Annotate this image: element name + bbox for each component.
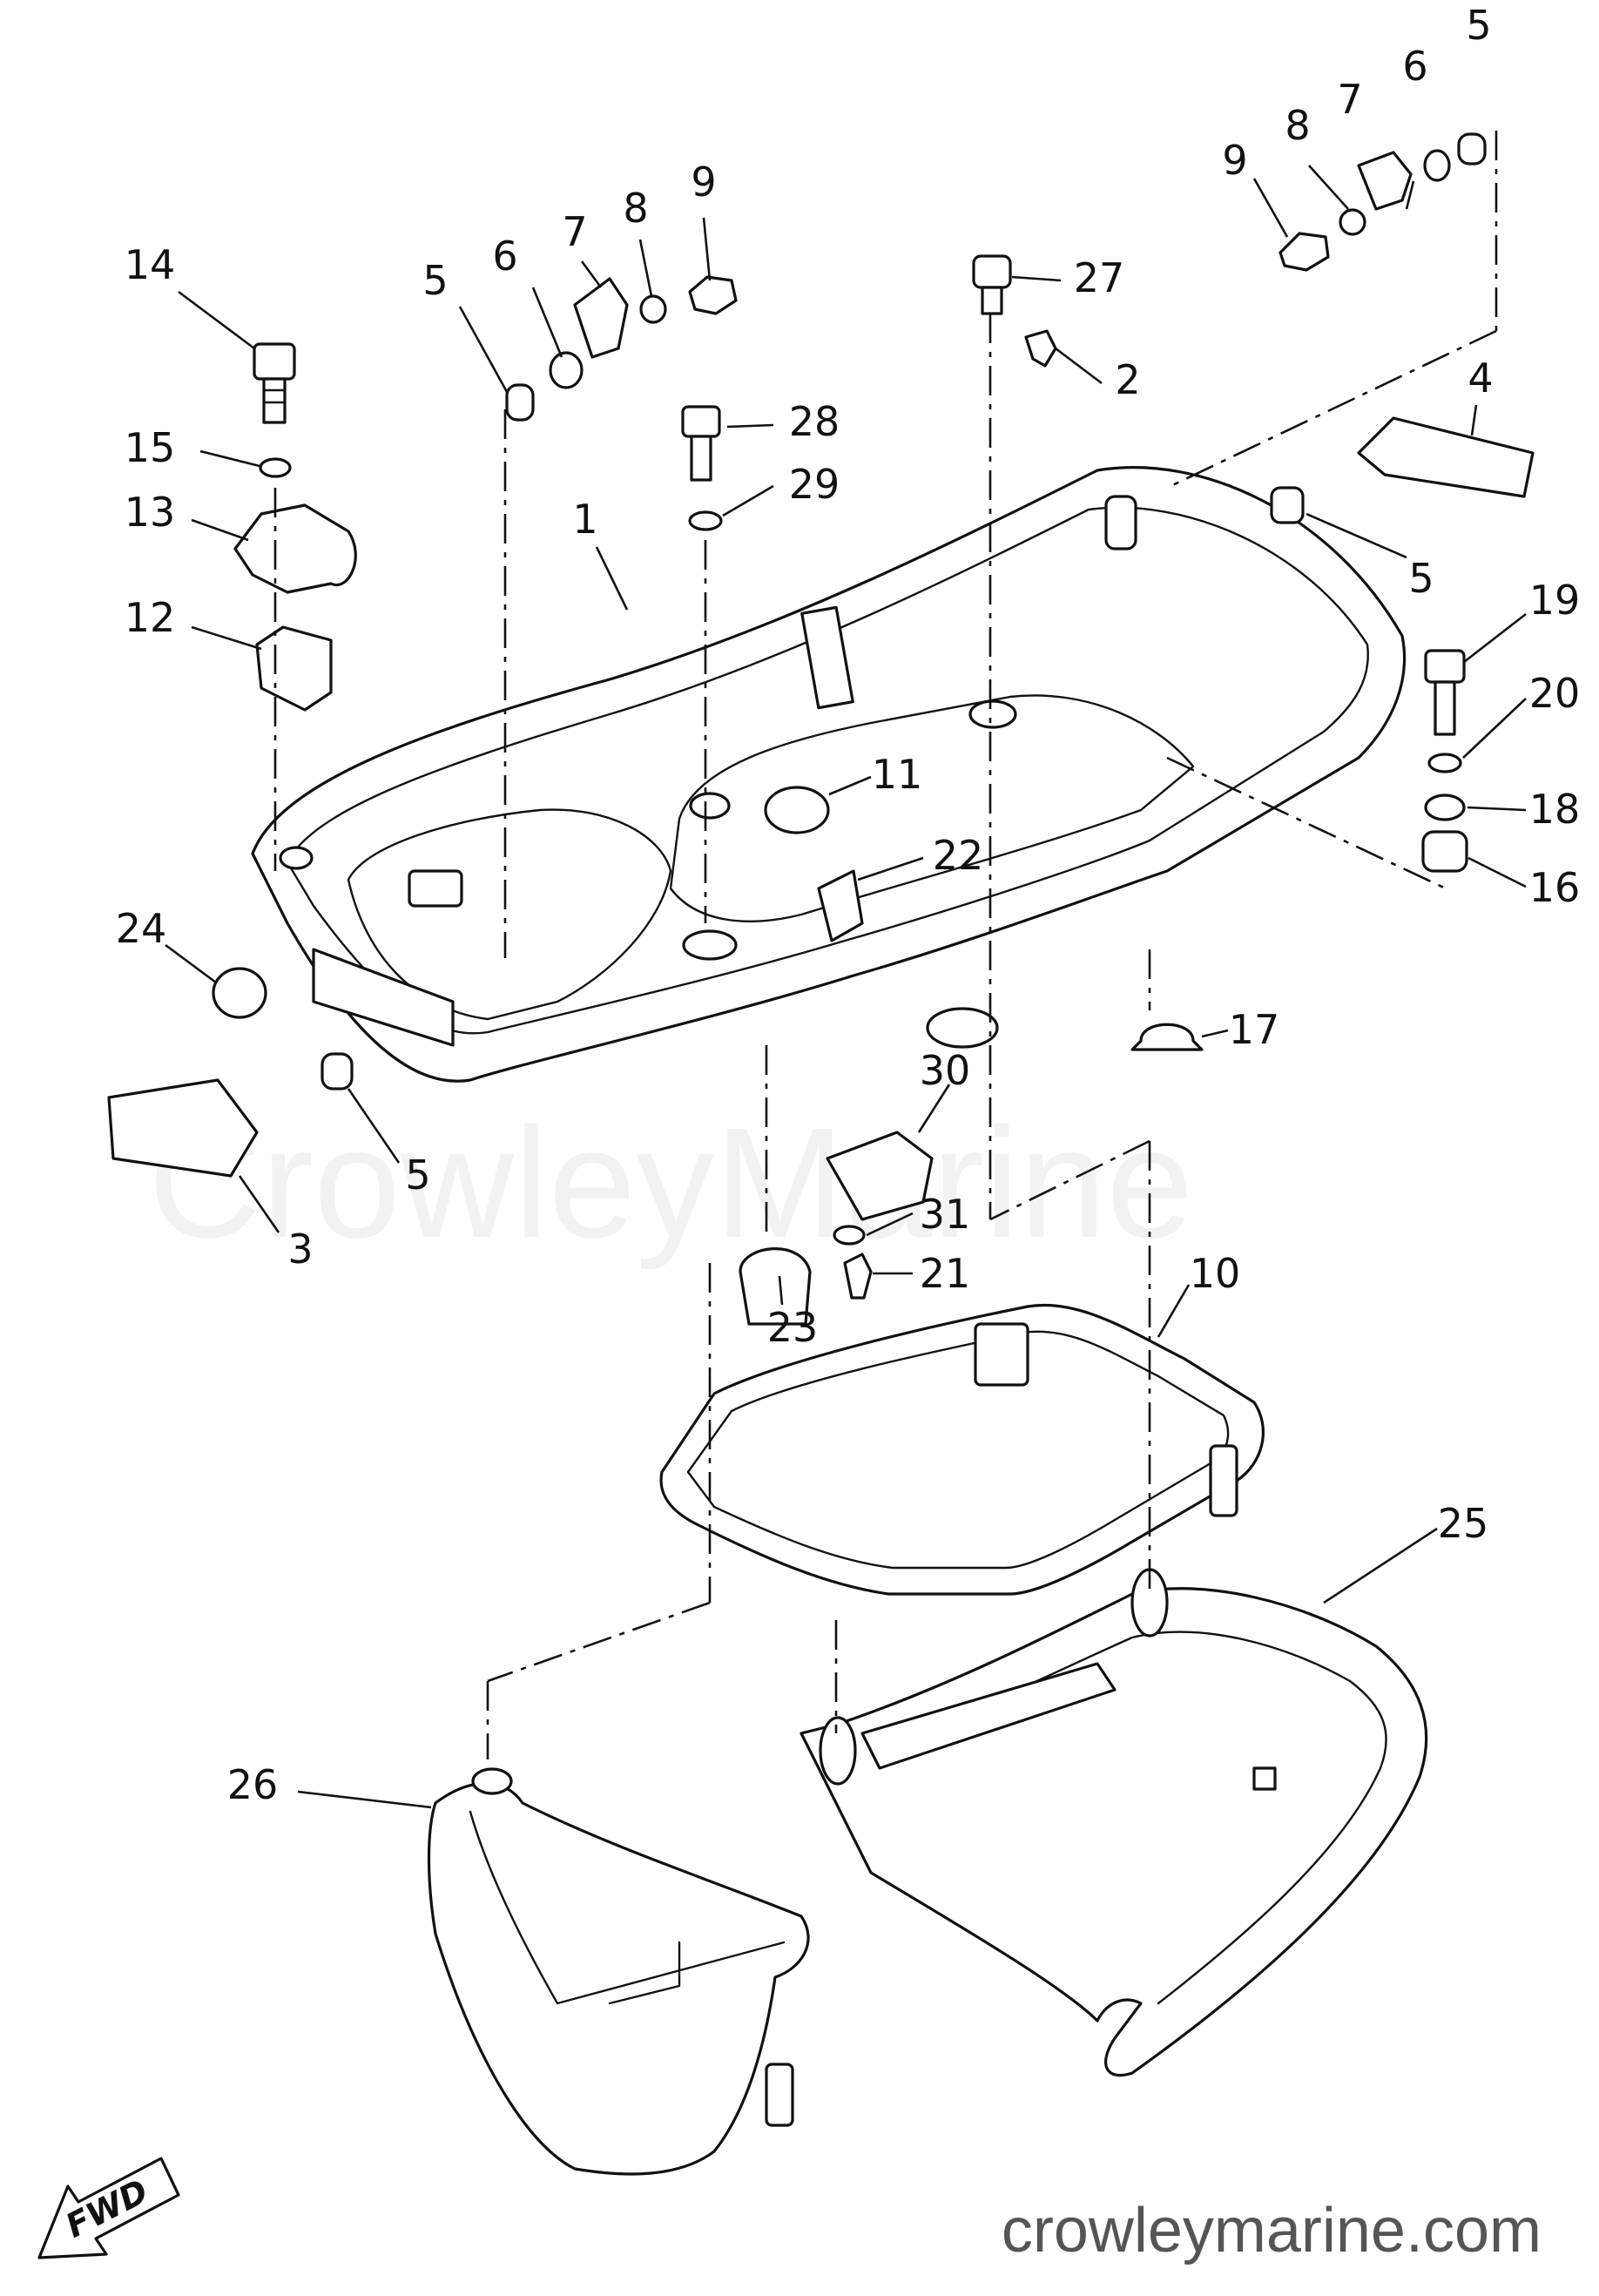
callout-16: 16 bbox=[1529, 864, 1581, 911]
callout-28: 28 bbox=[789, 398, 840, 445]
callout-21: 21 bbox=[920, 1250, 971, 1297]
side-cover-part-25[interactable] bbox=[800, 1568, 1428, 2077]
bolt-19[interactable] bbox=[1424, 649, 1466, 736]
callout-labels: 14 15 13 12 5 6 7 8 9 1 28 29 27 2 4 5 5… bbox=[116, 2, 1581, 1808]
washer-6-right[interactable] bbox=[1423, 149, 1451, 182]
cushion-12[interactable] bbox=[255, 625, 333, 712]
washer-29[interactable] bbox=[688, 510, 723, 531]
callout-8-right: 8 bbox=[1285, 102, 1310, 149]
callout-5-right: 5 bbox=[1408, 555, 1434, 602]
bolt-9-right[interactable] bbox=[1279, 232, 1330, 272]
callout-5-top-right: 5 bbox=[1466, 2, 1491, 49]
callout-25: 25 bbox=[1438, 1500, 1489, 1547]
bolt-28[interactable] bbox=[681, 405, 721, 482]
callout-31: 31 bbox=[920, 1191, 971, 1238]
assembly-center-lines bbox=[273, 131, 1498, 1759]
callout-20: 20 bbox=[1529, 670, 1581, 717]
screw-21[interactable] bbox=[843, 1253, 873, 1300]
callout-17: 17 bbox=[1229, 1006, 1280, 1053]
grommet-17[interactable] bbox=[1130, 1023, 1204, 1051]
plug-24[interactable] bbox=[212, 967, 267, 1019]
washer-8-left[interactable] bbox=[639, 294, 667, 324]
callout-3: 3 bbox=[287, 1226, 313, 1273]
clip-7-left[interactable] bbox=[573, 277, 629, 359]
lever-4[interactable] bbox=[1357, 416, 1535, 498]
screw-2[interactable] bbox=[1024, 329, 1057, 368]
callout-29: 29 bbox=[789, 461, 840, 508]
callout-26: 26 bbox=[227, 1761, 279, 1808]
callout-9-right: 9 bbox=[1222, 137, 1247, 184]
bottom-cowling-part-1[interactable] bbox=[251, 466, 1407, 1083]
callout-14: 14 bbox=[125, 241, 176, 288]
washer-20[interactable] bbox=[1427, 753, 1462, 773]
callout-10: 10 bbox=[1190, 1250, 1241, 1297]
callout-6-left: 6 bbox=[492, 233, 517, 280]
bolt-9-left[interactable] bbox=[688, 275, 738, 315]
callout-27: 27 bbox=[1074, 254, 1125, 301]
clip-7-right[interactable] bbox=[1357, 151, 1413, 211]
cover-frame-part-10[interactable] bbox=[659, 1303, 1265, 1596]
forward-direction-arrow: FWD bbox=[37, 2157, 180, 2259]
callout-15: 15 bbox=[125, 424, 176, 471]
callout-5-left: 5 bbox=[422, 257, 448, 304]
callout-23: 23 bbox=[767, 1304, 819, 1351]
callout-8-left: 8 bbox=[623, 185, 648, 232]
washer-31[interactable] bbox=[833, 1225, 866, 1246]
callout-19: 19 bbox=[1529, 577, 1581, 624]
left-bracket-bolt-14[interactable] bbox=[253, 342, 296, 424]
clip-30[interactable] bbox=[826, 1131, 934, 1221]
callout-leader-lines bbox=[165, 165, 1527, 1809]
bracket-13[interactable] bbox=[233, 503, 357, 594]
washer-15[interactable] bbox=[259, 457, 292, 478]
bolt-27[interactable] bbox=[972, 254, 1012, 315]
callout-6-right: 6 bbox=[1402, 43, 1427, 90]
callout-1: 1 bbox=[572, 496, 597, 543]
grommet-11[interactable] bbox=[764, 786, 830, 834]
callout-12: 12 bbox=[125, 594, 176, 641]
callout-24: 24 bbox=[116, 905, 167, 952]
callout-22: 22 bbox=[933, 832, 984, 879]
grommet-5-left[interactable] bbox=[505, 383, 535, 422]
callout-5-lower: 5 bbox=[405, 1151, 430, 1199]
grommet-16[interactable] bbox=[1421, 830, 1468, 873]
washer-8-right[interactable] bbox=[1339, 208, 1366, 236]
callout-18: 18 bbox=[1529, 786, 1581, 833]
site-url-label: crowleymarine.com bbox=[1002, 2196, 1542, 2266]
lever-3[interactable] bbox=[107, 1078, 259, 1178]
callout-9-left: 9 bbox=[691, 159, 716, 206]
washer-18[interactable] bbox=[1424, 793, 1466, 821]
grommet-5-top-right[interactable] bbox=[1457, 132, 1487, 165]
callout-11: 11 bbox=[872, 751, 923, 798]
callout-7-left: 7 bbox=[562, 208, 587, 255]
washer-6-left[interactable] bbox=[549, 351, 584, 389]
grommet-5-lower[interactable] bbox=[320, 1052, 354, 1091]
watermark-text: CrowleyMarine bbox=[148, 1096, 1193, 1271]
grommet-5-right[interactable] bbox=[1270, 486, 1305, 524]
clip-22[interactable] bbox=[817, 869, 864, 942]
callout-2: 2 bbox=[1115, 356, 1140, 403]
callout-4: 4 bbox=[1467, 355, 1493, 402]
callout-13: 13 bbox=[125, 489, 176, 536]
grommet-23[interactable] bbox=[739, 1247, 812, 1326]
callout-7-right: 7 bbox=[1337, 76, 1362, 123]
side-cover-part-26[interactable] bbox=[427, 1767, 810, 2176]
callout-30: 30 bbox=[920, 1047, 971, 1094]
